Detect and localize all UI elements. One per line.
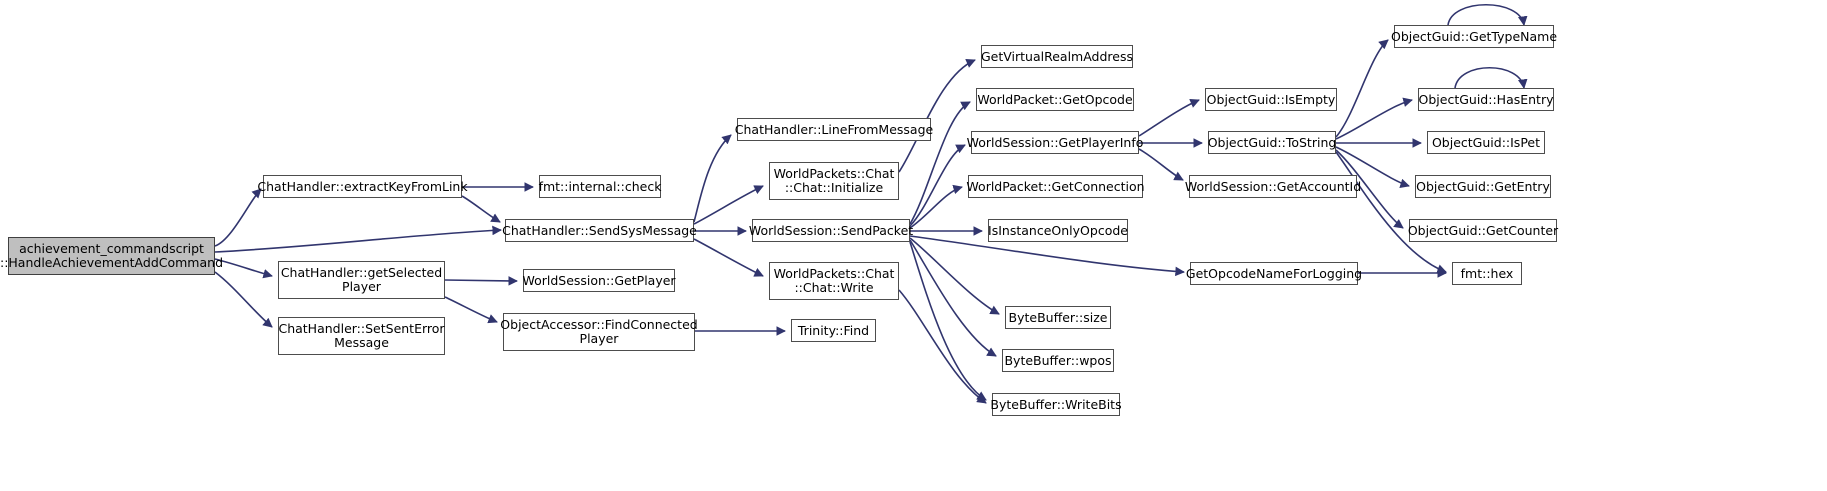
graph-node-getAccountId[interactable]: WorldSession::GetAccountId xyxy=(1185,175,1361,198)
graph-edge-getSelPlayer-to-getPlayer xyxy=(444,276,518,286)
graph-node-isInstanceOnly[interactable]: IsInstanceOnlyOpcode xyxy=(988,219,1128,242)
graph-edge-getTypeName-to-getTypeName xyxy=(1447,3,1528,26)
graph-node-getPlayer[interactable]: WorldSession::GetPlayer xyxy=(522,269,676,292)
graph-edge-root-to-sendSysMessage xyxy=(214,225,502,253)
graph-edge-sendPacket-to-byteBufferWpos xyxy=(909,239,997,357)
graph-edge-getPlayerInfo-to-isEmpty xyxy=(1138,98,1200,137)
graph-node-byteBufferSize[interactable]: ByteBuffer::size xyxy=(1005,306,1111,329)
graph-edge-getPlayerInfo-to-getAccountId xyxy=(1138,148,1184,181)
graph-edge-sendPacket-to-byteBufferSize xyxy=(909,237,1000,315)
graph-node-isEmpty[interactable]: ObjectGuid::IsEmpty xyxy=(1205,88,1337,111)
graph-node-getOpcode[interactable]: WorldPacket::GetOpcode xyxy=(976,88,1134,111)
graph-node-sendPacket[interactable]: WorldSession::SendPacket xyxy=(749,219,913,242)
graph-edge-root-to-getSelPlayer xyxy=(214,258,273,279)
graph-edge-chatWrite-to-byteBufferWriteBits xyxy=(898,289,987,404)
graph-edge-sendPacket-to-getPlayerInfo xyxy=(909,144,966,227)
graph-edge-root-to-setSentError xyxy=(214,271,273,328)
graph-node-byteBufferWpos[interactable]: ByteBuffer::wpos xyxy=(1002,349,1114,372)
graph-node-getCounter[interactable]: ObjectGuid::GetCounter xyxy=(1408,219,1558,242)
graph-edge-root-to-extractKey xyxy=(214,188,262,247)
graph-node-toString[interactable]: ObjectGuid::ToString xyxy=(1208,131,1336,154)
graph-edge-sendSysMessage-to-lineFromMessage xyxy=(693,134,732,223)
graph-node-lineFromMessage[interactable]: ChatHandler::LineFromMessage xyxy=(735,118,933,141)
graph-node-findConnPlayer[interactable]: ObjectAccessor::FindConnected Player xyxy=(500,313,698,351)
graph-node-getVirtualRealm[interactable]: GetVirtualRealmAddress xyxy=(981,45,1133,68)
graph-edge-getSelPlayer-to-findConnPlayer xyxy=(444,296,498,324)
graph-node-byteBufferWriteBits[interactable]: ByteBuffer::WriteBits xyxy=(990,393,1122,416)
graph-edge-sendSysMessage-to-chatWrite xyxy=(693,238,764,277)
graph-node-getTypeName[interactable]: ObjectGuid::GetTypeName xyxy=(1391,25,1557,48)
graph-node-root[interactable]: achievement_commandscript ::HandleAchiev… xyxy=(0,237,223,275)
graph-node-getPlayerInfo[interactable]: WorldSession::GetPlayerInfo xyxy=(967,131,1143,154)
graph-edge-sendPacket-to-getConnection xyxy=(909,184,963,229)
graph-node-sendSysMessage[interactable]: ChatHandler::SendSysMessage xyxy=(502,219,697,242)
graph-node-fmtCheck[interactable]: fmt::internal::check xyxy=(539,175,661,198)
graph-node-chatWrite[interactable]: WorldPackets::Chat ::Chat::Write xyxy=(769,262,899,300)
graph-node-isPet[interactable]: ObjectGuid::IsPet xyxy=(1427,131,1545,154)
graph-node-opcodeNameLogging[interactable]: GetOpcodeNameForLogging xyxy=(1186,262,1362,285)
graph-node-setSentError[interactable]: ChatHandler::SetSentError Message xyxy=(278,317,445,355)
graph-node-trinityFind[interactable]: Trinity::Find xyxy=(791,319,876,342)
graph-edge-toString-to-getTypeName xyxy=(1335,39,1389,138)
graph-node-hasEntry[interactable]: ObjectGuid::HasEntry xyxy=(1418,88,1554,111)
graph-edge-hasEntry-to-hasEntry xyxy=(1454,67,1528,89)
graph-node-getConnection[interactable]: WorldPacket::GetConnection xyxy=(966,175,1145,198)
graph-edge-extractKey-to-sendSysMessage xyxy=(461,195,501,223)
graph-edge-chatInitialize-to-getVirtualRealm xyxy=(898,59,976,173)
graph-node-fmtHex[interactable]: fmt::hex xyxy=(1452,262,1522,285)
graph-node-getSelPlayer[interactable]: ChatHandler::getSelected Player xyxy=(278,261,445,299)
graph-edge-toString-to-fmtHex xyxy=(1335,151,1447,274)
graph-edge-toString-to-hasEntry xyxy=(1335,97,1413,140)
graph-node-extractKey[interactable]: ChatHandler::extractKeyFromLink xyxy=(257,175,468,198)
graph-edge-sendPacket-to-byteBufferWriteBits xyxy=(909,241,987,401)
graph-node-chatInitialize[interactable]: WorldPackets::Chat ::Chat::Initialize xyxy=(769,162,899,200)
graph-node-getEntry[interactable]: ObjectGuid::GetEntry xyxy=(1415,175,1551,198)
